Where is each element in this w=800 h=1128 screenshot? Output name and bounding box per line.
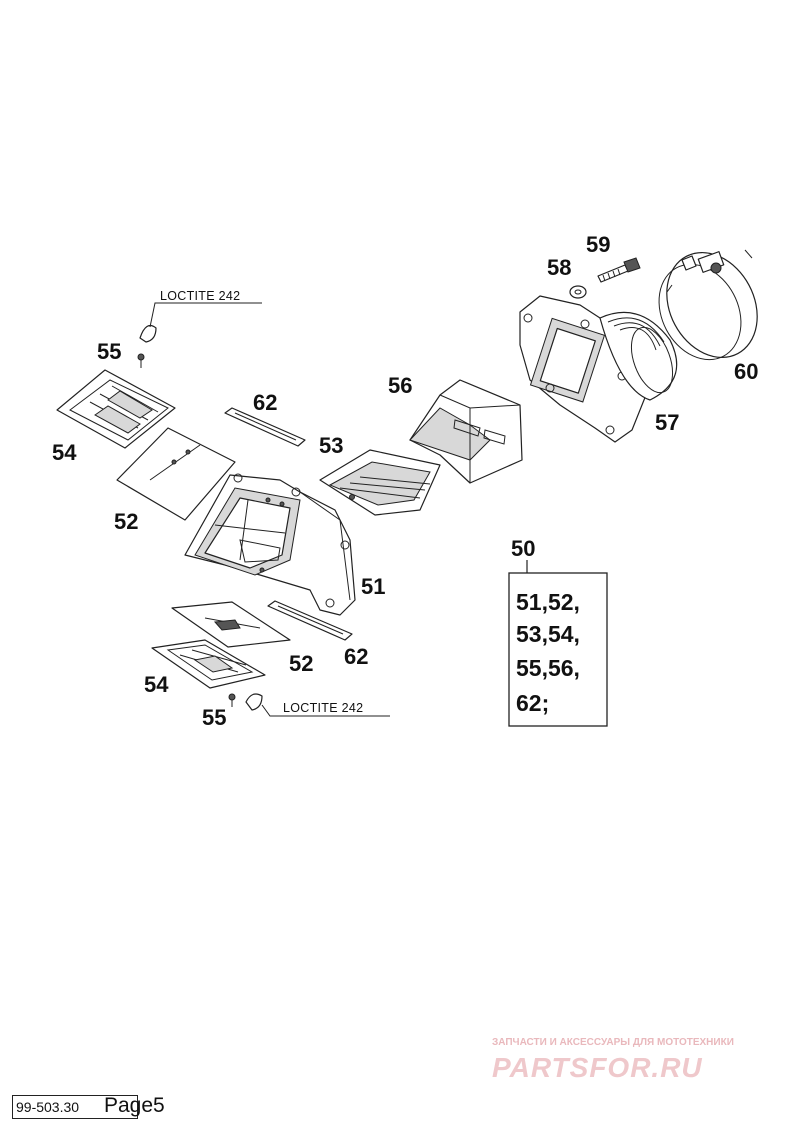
- footer-page-label: Page5: [104, 1094, 165, 1117]
- watermark-logo: PARTSFOR.RU: [492, 1052, 703, 1083]
- callout-62: 62: [253, 390, 277, 415]
- loctite-note-top: LOCTITE 242: [160, 289, 240, 303]
- kit-line: 62;: [516, 690, 549, 716]
- kit-line: 51,52,: [516, 589, 580, 615]
- reed-petal-part-54-top: [56, 369, 176, 449]
- screw-part-55-top: [137, 302, 262, 368]
- bolt-part-59: [597, 257, 641, 283]
- callout-50: 50: [511, 536, 535, 561]
- footer-code-box: [12, 1095, 138, 1119]
- callout-54: 54: [52, 440, 77, 465]
- callout-52: 52: [289, 651, 313, 676]
- kit-line: 55,56,: [516, 655, 580, 681]
- screw-part-55-bottom: [228, 693, 390, 717]
- callout-55: 55: [202, 705, 226, 730]
- deflector-part-56: [409, 379, 523, 484]
- callout-60: 60: [734, 359, 758, 384]
- kit-line: 53,54,: [516, 621, 580, 647]
- reed-petal-part-54-bottom: [151, 639, 266, 689]
- reed-plate-part-52-bottom: [171, 601, 291, 648]
- callout-59: 59: [586, 232, 610, 257]
- callout-58: 58: [547, 255, 571, 280]
- loctite-note-bottom: LOCTITE 242: [283, 701, 363, 715]
- callout-51: 51: [361, 574, 385, 599]
- gasket-strip-part-62-bottom: [267, 600, 353, 641]
- kit-contents-box: [508, 572, 608, 727]
- callout-55: 55: [97, 339, 121, 364]
- footer-document-code: 99-503.30: [16, 1099, 80, 1115]
- intake-flange-part-57: [519, 295, 678, 443]
- gasket-strip-part-62-top: [224, 407, 306, 447]
- callout-52: 52: [114, 509, 138, 534]
- watermark-tagline: ЗАПЧАСТИ И АКСЕССУАРЫ ДЛЯ МОТОТЕХНИКИ: [492, 1037, 734, 1048]
- callout-53: 53: [319, 433, 343, 458]
- callout-57: 57: [655, 410, 679, 435]
- reed-plate-part-52-top: [116, 427, 236, 521]
- reed-housing-part-51: [184, 473, 356, 616]
- stopper-plate-part-53: [319, 449, 441, 516]
- callout-62: 62: [344, 644, 368, 669]
- callout-56: 56: [388, 373, 412, 398]
- callout-54: 54: [144, 672, 169, 697]
- hose-clamp-part-60: [658, 249, 758, 361]
- washer-part-58: [569, 285, 587, 299]
